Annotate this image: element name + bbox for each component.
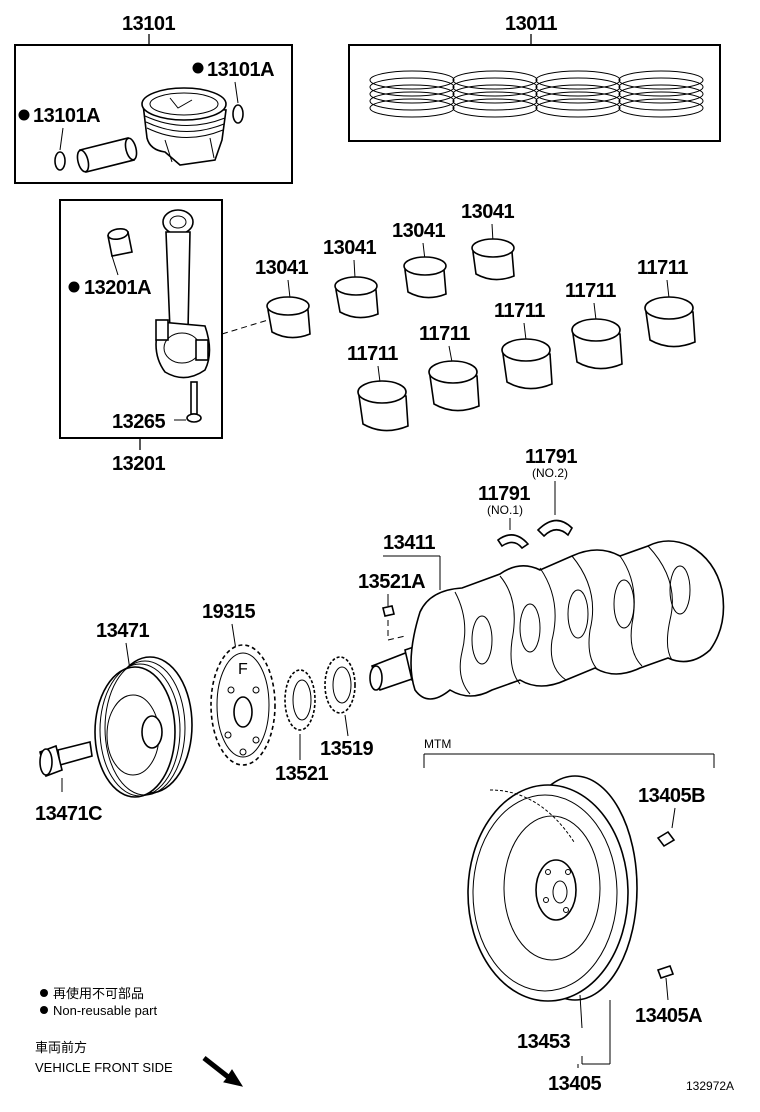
legend-en: Non-reusable part	[53, 1003, 157, 1018]
crankshaft: 13411 13521A	[358, 532, 725, 700]
label-13471C[interactable]: 13471C	[35, 803, 103, 825]
piston-ring-set: 13011	[348, 13, 721, 142]
rod-bearing-1	[266, 296, 311, 339]
label-11711-4[interactable]: 11711	[565, 280, 617, 302]
diagram-id: 132972A	[686, 1079, 734, 1093]
flywheel-bolt	[656, 830, 676, 848]
label-13405A[interactable]: 13405A	[635, 1005, 703, 1027]
label-13405[interactable]: 13405	[548, 1073, 602, 1095]
label-13101A-left[interactable]: 13101A	[33, 105, 101, 127]
label-13519[interactable]: 13519	[320, 738, 374, 760]
front-en: VEHICLE FRONT SIDE	[35, 1060, 173, 1075]
rod-bolt	[186, 381, 202, 423]
ring-set-4	[618, 70, 704, 118]
snap-ring-right	[232, 104, 244, 124]
label-11711-1[interactable]: 11711	[347, 343, 399, 365]
rod-bearing-3	[403, 256, 447, 299]
label-13265[interactable]: 13265	[112, 411, 166, 433]
main-bearings: 11711 11711 11711 11711 11711	[347, 257, 696, 432]
label-19315[interactable]: 19315	[202, 601, 256, 623]
piston	[141, 87, 227, 166]
label-13405B[interactable]: 13405B	[638, 785, 706, 807]
thrust-washers: 11791 (NO.2) 11791 (NO.1)	[478, 446, 578, 550]
main-bearing-5	[644, 296, 696, 348]
rod-bearings: 13041 13041 13041 13041	[255, 201, 515, 339]
pulley-bolt: 13471C	[35, 741, 103, 825]
oil-pump-sprocket: 13519	[320, 656, 374, 760]
ring-set-1	[369, 70, 455, 118]
main-bearing-1	[357, 380, 409, 432]
timing-rotor: 19315 F	[202, 601, 276, 766]
label-11791-no2[interactable]: 11791	[525, 446, 578, 468]
label-mtm: MTM	[424, 737, 451, 751]
label-13521A[interactable]: 13521A	[358, 571, 426, 593]
label-13411[interactable]: 13411	[383, 532, 436, 554]
front-indicator: 車両前方 VEHICLE FRONT SIDE	[35, 1040, 244, 1087]
label-13041-4[interactable]: 13041	[461, 201, 515, 223]
snap-ring-left	[54, 151, 66, 171]
label-13041-2[interactable]: 13041	[323, 237, 377, 259]
bushing	[107, 227, 133, 257]
label-13101[interactable]: 13101	[122, 13, 176, 35]
main-bearing-4	[571, 318, 623, 370]
ring-set-2	[452, 70, 538, 118]
label-13041-3[interactable]: 13041	[392, 220, 446, 242]
connecting-rod	[155, 209, 211, 379]
rod-bearing-4	[471, 238, 515, 281]
front-jp: 車両前方	[35, 1040, 87, 1055]
legend: 再使用不可部品 Non-reusable part	[40, 986, 157, 1018]
label-13201[interactable]: 13201	[112, 453, 166, 475]
main-bearing-2	[428, 360, 480, 412]
piston-pin	[76, 137, 138, 173]
crank-sprocket: 13521	[275, 669, 329, 785]
flywheel-pin	[656, 964, 675, 980]
main-bearing-3	[501, 338, 553, 390]
label-11711-5[interactable]: 11711	[637, 257, 689, 279]
label-no1: (NO.1)	[487, 503, 523, 517]
crank-pulley: 13471	[94, 620, 193, 798]
thrust-washer-no1	[496, 534, 530, 550]
label-13471[interactable]: 13471	[96, 620, 150, 642]
label-13453[interactable]: 13453	[517, 1031, 571, 1053]
label-13101A-right[interactable]: 13101A	[207, 59, 275, 81]
piston-group: 13101 13101A 13101A	[14, 13, 293, 184]
ring-set-3	[535, 70, 621, 118]
label-13521[interactable]: 13521	[275, 763, 329, 785]
label-11711-2[interactable]: 11711	[419, 323, 471, 345]
rod-bearing-2	[334, 276, 379, 319]
thrust-washer-no2	[536, 519, 573, 538]
label-13201A[interactable]: 13201A	[84, 277, 152, 299]
label-11711-3[interactable]: 11711	[494, 300, 546, 322]
label-11791-no1[interactable]: 11791	[478, 483, 531, 505]
legend-jp: 再使用不可部品	[53, 986, 144, 1001]
label-no2: (NO.2)	[532, 466, 568, 480]
label-13011[interactable]: 13011	[505, 13, 558, 35]
crank-key	[382, 605, 395, 617]
svg-text:F: F	[238, 661, 248, 678]
label-13041-1[interactable]: 13041	[255, 257, 309, 279]
connecting-rod-group: 13201 13201A 13265	[59, 199, 269, 475]
flywheel-group: MTM 13405B 13405A 13453 13405	[423, 737, 715, 1095]
